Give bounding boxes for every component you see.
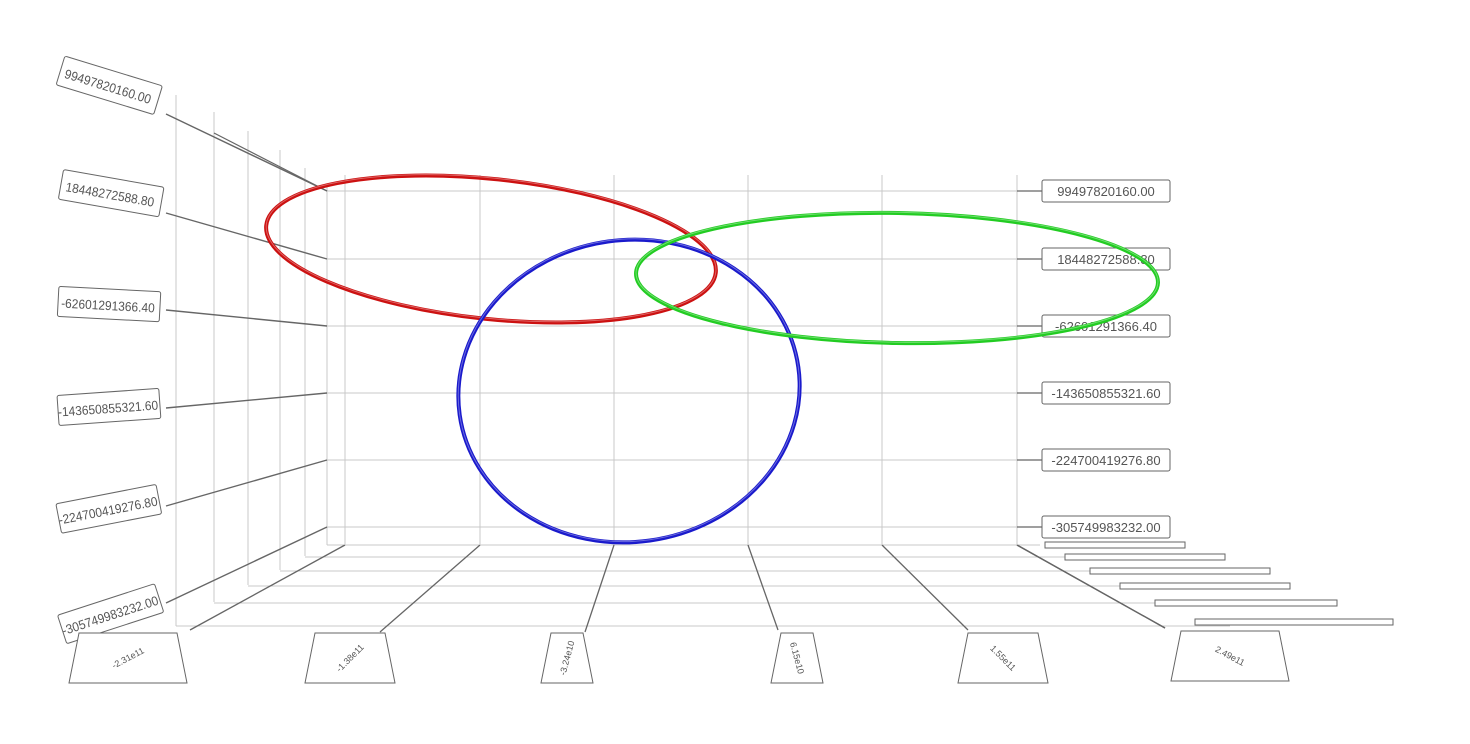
x-tick-0: -2.31e11 xyxy=(68,632,188,684)
y-tick-left-3: -143650855321.60 xyxy=(56,388,162,426)
left-wall-grid xyxy=(165,95,328,626)
y-tick-right-label: 18448272588.80 xyxy=(1057,252,1155,267)
x-tick-box xyxy=(770,632,824,684)
x-tick-box xyxy=(540,632,594,684)
left-horizontal-2 xyxy=(165,309,328,327)
y-tick-left-2: -62601291366.40 xyxy=(56,286,162,323)
z-tick-box xyxy=(1194,618,1394,626)
z-tick-3 xyxy=(1119,582,1291,590)
z-tick-5 xyxy=(1194,618,1394,626)
x-tick-1: -1.38e11 xyxy=(304,632,396,684)
left-horizontal-4 xyxy=(165,459,328,507)
z-tick-box xyxy=(1089,567,1271,575)
floor-grid xyxy=(176,544,1230,633)
left-horizontal-0 xyxy=(165,113,328,192)
y-tick-right-5: -305749983232.00 xyxy=(1017,515,1171,539)
y-tick-right-4: -224700419276.80 xyxy=(1017,448,1171,472)
z-tick-1 xyxy=(1064,553,1226,561)
y-tick-left-label: -143650855321.60 xyxy=(57,398,158,420)
x-tick-5: 2.49e11 xyxy=(1170,630,1290,682)
z-tick-box xyxy=(1064,553,1226,561)
z-tick-box xyxy=(1119,582,1291,590)
y-tick-right-box xyxy=(1041,314,1171,338)
left-horizontal-3 xyxy=(165,392,328,409)
z-tick-4 xyxy=(1154,599,1338,607)
z-tick-box xyxy=(1044,541,1186,549)
z-tick-0 xyxy=(1044,541,1186,549)
y-tick-right-0: 99497820160.00 xyxy=(1017,179,1171,203)
series-2 xyxy=(634,210,1160,346)
series-curve xyxy=(456,237,802,545)
floor-converge-2 xyxy=(584,544,615,633)
x-tick-3: 6.15e10 xyxy=(770,632,824,684)
y-tick-right-label: -224700419276.80 xyxy=(1051,453,1160,468)
y-tick-right-label: -143650855321.60 xyxy=(1051,386,1160,401)
left-edge-top xyxy=(213,132,328,192)
y-tick-left-box xyxy=(56,56,163,115)
y-tick-left-1: 18448272588.80 xyxy=(58,169,165,218)
y-tick-left-label: -62601291366.40 xyxy=(61,296,155,315)
x-tick-2: -3.24e10 xyxy=(540,632,594,684)
floor-converge-1 xyxy=(379,544,481,633)
z-tick-box xyxy=(1154,599,1338,607)
left-horizontal-5 xyxy=(165,526,328,604)
floor-converge-0 xyxy=(189,544,346,631)
y-tick-left-box xyxy=(56,286,162,323)
y-tick-left-box xyxy=(56,388,162,426)
back-wall-grid xyxy=(327,175,1040,545)
series-1 xyxy=(456,237,802,545)
y-tick-right-label: -62601291366.40 xyxy=(1055,319,1157,334)
floor-converge-3 xyxy=(747,544,779,631)
y-tick-left-0: 99497820160.00 xyxy=(56,56,163,115)
floor-right-edge xyxy=(1016,544,1166,629)
y-tick-left-4: -224700419276.80 xyxy=(55,484,162,534)
y-tick-right-box xyxy=(1041,448,1171,472)
z-tick-2 xyxy=(1089,567,1271,575)
x-tick-4: 1.55e11 xyxy=(957,632,1049,684)
y-tick-right-label: -305749983232.00 xyxy=(1051,520,1160,535)
y-tick-left-box xyxy=(55,484,162,534)
y-tick-right-1: 18448272588.80 xyxy=(1017,247,1171,271)
y-tick-right-box xyxy=(1041,515,1171,539)
y-tick-right-box xyxy=(1041,381,1171,405)
y-tick-right-box xyxy=(1041,247,1171,271)
y-tick-left-box xyxy=(57,583,164,644)
floor-converge-4 xyxy=(881,544,969,631)
x-axis: -2.31e11 -1.38e11 -3.24e10 6.15e10 1.55e11 2.… xyxy=(68,630,1290,684)
series-group xyxy=(264,173,1160,545)
x-tick-box xyxy=(1170,630,1290,682)
x-tick-box xyxy=(304,632,396,684)
series-highlight xyxy=(635,211,1159,343)
left-horizontal-1 xyxy=(165,212,328,260)
x-tick-box xyxy=(68,632,188,684)
series-curve xyxy=(634,210,1160,346)
y-tick-right-label: 99497820160.00 xyxy=(1057,184,1155,199)
x-tick-box xyxy=(957,632,1049,684)
series-highlight xyxy=(457,238,801,543)
y-tick-right-3: -143650855321.60 xyxy=(1017,381,1171,405)
y-axis-right: 99497820160.00 18448272588.80 -62601291366… xyxy=(1017,179,1171,539)
y-axis-left: 99497820160.00 18448272588.80 -62601291366… xyxy=(55,56,165,644)
y-tick-left-box xyxy=(58,169,165,218)
z-axis xyxy=(1044,541,1394,626)
y-tick-right-2: -62601291366.40 xyxy=(1017,314,1171,338)
y-tick-right-box xyxy=(1041,179,1171,203)
